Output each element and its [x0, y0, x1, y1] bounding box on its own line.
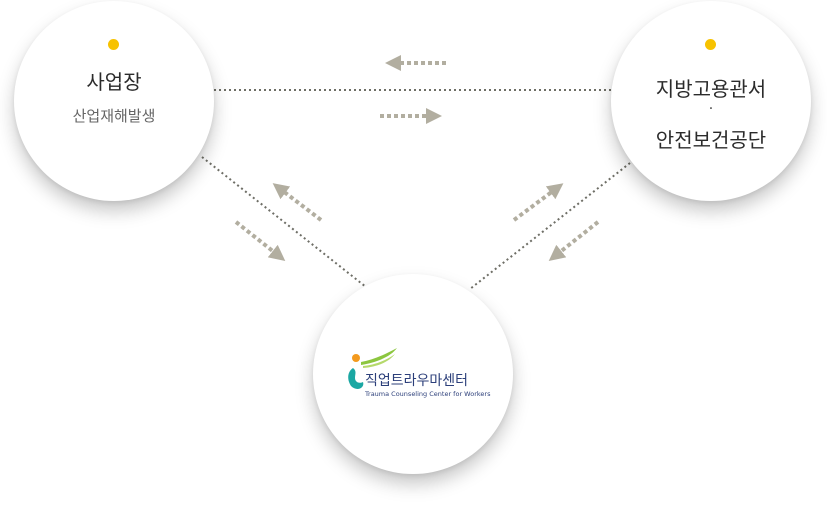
trauma-center-logo: 직업트라우마센터 Trauma Counseling Center for Wo…	[331, 346, 499, 402]
status-dot	[705, 39, 716, 50]
logo-mark-icon	[348, 348, 397, 389]
agency-separator: ·	[708, 101, 714, 117]
arrow-agency-to-center	[548, 220, 600, 261]
logo-english-text: Trauma Counseling Center for Workers	[365, 390, 491, 398]
workplace-node: 사업장 산업재해발생	[14, 1, 214, 201]
workplace-title: 사업장	[86, 70, 142, 94]
connector-agency-center	[469, 162, 631, 290]
workplace-subtitle: 산업재해발생	[72, 107, 156, 125]
status-dot	[108, 39, 119, 50]
arrow-center-to-workplace	[272, 183, 323, 222]
arrow-workplace-to-center	[234, 220, 286, 261]
connector-workplace-center	[201, 156, 367, 288]
agency-line2: 안전보건공단	[655, 128, 767, 152]
logo-korean-text: 직업트라우마센터	[365, 373, 469, 389]
agency-line1: 지방고용관서	[655, 77, 767, 101]
agency-node: 지방고용관서 · 안전보건공단	[611, 1, 811, 201]
arrow-center-to-agency	[512, 183, 564, 222]
trauma-center-node: 직업트라우마센터 Trauma Counseling Center for Wo…	[313, 274, 513, 474]
